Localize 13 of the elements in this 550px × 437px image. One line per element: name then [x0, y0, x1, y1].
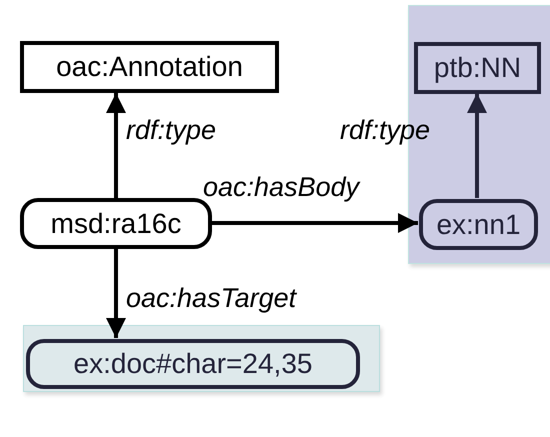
arrow — [106, 249, 126, 338]
resource-node: ex:doc#char=24,35 — [26, 339, 360, 389]
resource-node: msd:ra16c — [20, 198, 212, 249]
resource-node: ex:nn1 — [419, 199, 538, 250]
group-panel — [23, 325, 380, 392]
edge-label: rdf:type — [126, 115, 216, 146]
class-box: ptb:NN — [414, 42, 541, 94]
edge-label: rdf:type — [340, 115, 430, 146]
class-box: oac:Annotation — [20, 41, 279, 93]
arrow — [212, 213, 418, 233]
arrow — [106, 93, 126, 198]
arrow — [467, 93, 487, 198]
edge-label: oac:hasTarget — [126, 283, 296, 314]
